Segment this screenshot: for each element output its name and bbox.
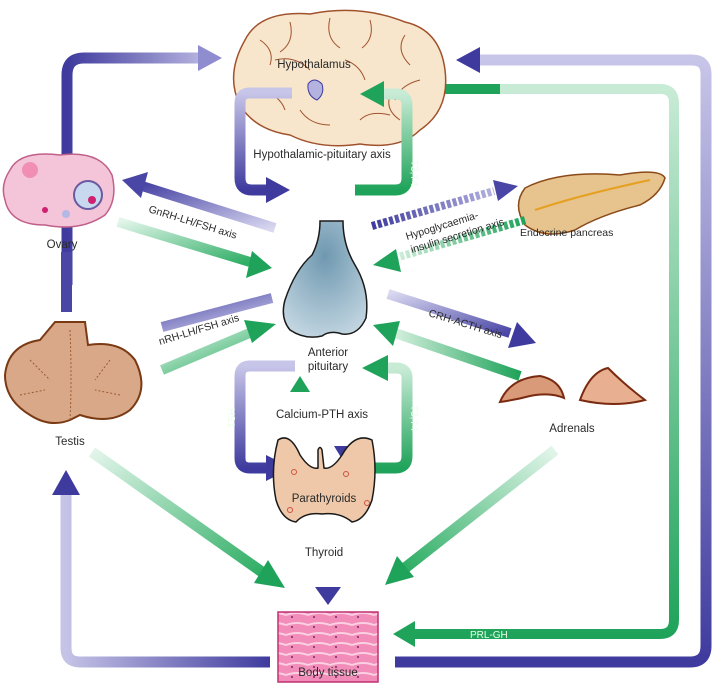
label-testis: Testis bbox=[55, 436, 85, 448]
ovary-organ: Ovary bbox=[2, 153, 115, 251]
arrow-ovary-to-hypothalamus bbox=[61, 45, 222, 285]
label-tsh: TSH bbox=[227, 408, 238, 428]
label-parathyroids: Parathyroids bbox=[292, 493, 357, 505]
label-body-tissue: Body tissue bbox=[298, 667, 357, 679]
body-tissue-organ: Body tissue bbox=[277, 611, 379, 683]
arrow-pituitary-to-ovary bbox=[122, 172, 277, 233]
arrow-pituitary-to-testis bbox=[160, 293, 274, 332]
arrow-thyroid-to-bodytissue bbox=[315, 565, 341, 605]
label-hypothalamus: Hypothalamus bbox=[277, 59, 351, 71]
arrow-pancreas-to-pituitary bbox=[373, 216, 527, 272]
label-hypothalamic-pituitary-axis: Hypothalamic-pituitary axis bbox=[253, 149, 391, 161]
arrow-pituitary-to-adrenals bbox=[386, 289, 536, 348]
adrenals-organ: Adrenals bbox=[498, 366, 648, 435]
label-endocrine-pancreas: Endocrine pancreas bbox=[520, 227, 613, 239]
arrow-thyroid-t3t4-to-pituitary: T3,T4 bbox=[355, 355, 419, 474]
anterior-pituitary-organ: Anterior pituitary bbox=[282, 220, 368, 373]
arrow-testis-to-bodytissue bbox=[88, 447, 285, 588]
label-prl-gh: PRL-GH bbox=[470, 630, 508, 641]
hypothalamus-organ: Hypothalamus bbox=[232, 9, 447, 147]
arrow-t3t4-to-hypothalamus: T3,T4 bbox=[355, 81, 419, 196]
arrow-bodytissue-to-hypothalamus bbox=[395, 47, 712, 668]
label-calcium-pth-axis: Calcium-PTH axis bbox=[276, 409, 368, 421]
hypothalamus-nucleus-icon bbox=[307, 79, 324, 101]
arrow-hypothalamus-to-pituitary bbox=[234, 87, 292, 203]
label-anterior-line1: Anterior bbox=[308, 347, 348, 359]
testis-organ: Testis bbox=[3, 321, 143, 448]
label-ovary: Ovary bbox=[47, 239, 78, 251]
endocrine-pancreas-organ: Endocrine pancreas bbox=[517, 171, 666, 239]
label-adrenals: Adrenals bbox=[549, 423, 595, 435]
arrow-testis-to-pituitary bbox=[160, 320, 276, 375]
arrow-ovary-testis-link bbox=[61, 252, 72, 312]
arrow-adrenals-to-pituitary bbox=[373, 321, 522, 381]
label-thyroid: Thyroid bbox=[305, 547, 343, 559]
arrow-ovary-to-pituitary bbox=[116, 217, 272, 278]
arrow-calcium-to-pituitary bbox=[290, 376, 310, 465]
arrow-bodytissue-to-testis bbox=[52, 470, 270, 668]
arrow-adrenals-to-bodytissue bbox=[385, 445, 559, 585]
arrow-prl-gh: PRL-GH bbox=[393, 84, 679, 647]
thyroid-organ: Parathyroids Thyroid bbox=[272, 437, 376, 559]
label-anterior-line2: pituitary bbox=[308, 361, 349, 373]
arrow-hypoglycaemia-to-pancreas bbox=[370, 180, 518, 230]
label-t3t4-thyroid: T3,T4 bbox=[408, 405, 419, 432]
label-t3t4-top: T3,T4 bbox=[408, 160, 419, 187]
